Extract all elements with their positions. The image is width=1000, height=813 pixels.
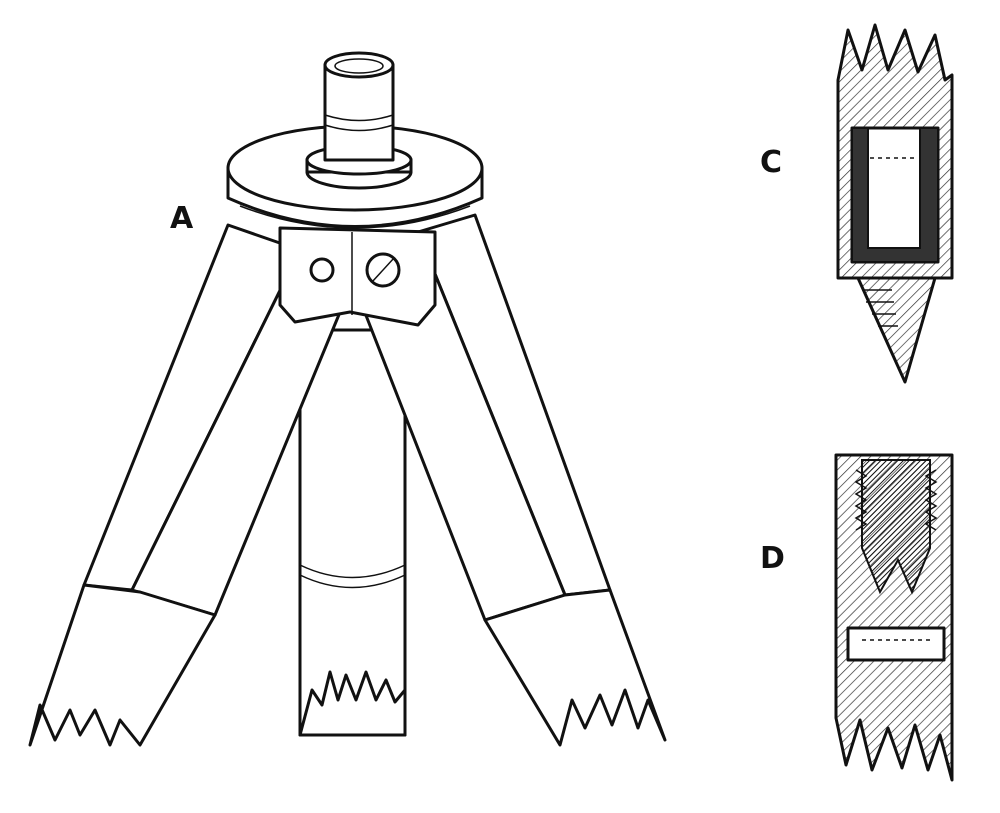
tripod-head-block bbox=[278, 226, 437, 327]
tripod-right-leg bbox=[358, 213, 667, 747]
tripod-screw-stud bbox=[305, 51, 413, 190]
screw-hole-icon bbox=[309, 257, 335, 283]
label-c: C bbox=[760, 145, 782, 180]
label-d: D bbox=[760, 541, 785, 576]
detail-c-leg-tip-section: C bbox=[760, 23, 954, 384]
label-a: A bbox=[170, 201, 194, 236]
detail-d-socket-section: D bbox=[760, 453, 954, 782]
tripod-back-leg bbox=[298, 328, 407, 737]
tripod-view-a: A bbox=[28, 51, 667, 747]
tripod-left-leg bbox=[28, 223, 347, 747]
